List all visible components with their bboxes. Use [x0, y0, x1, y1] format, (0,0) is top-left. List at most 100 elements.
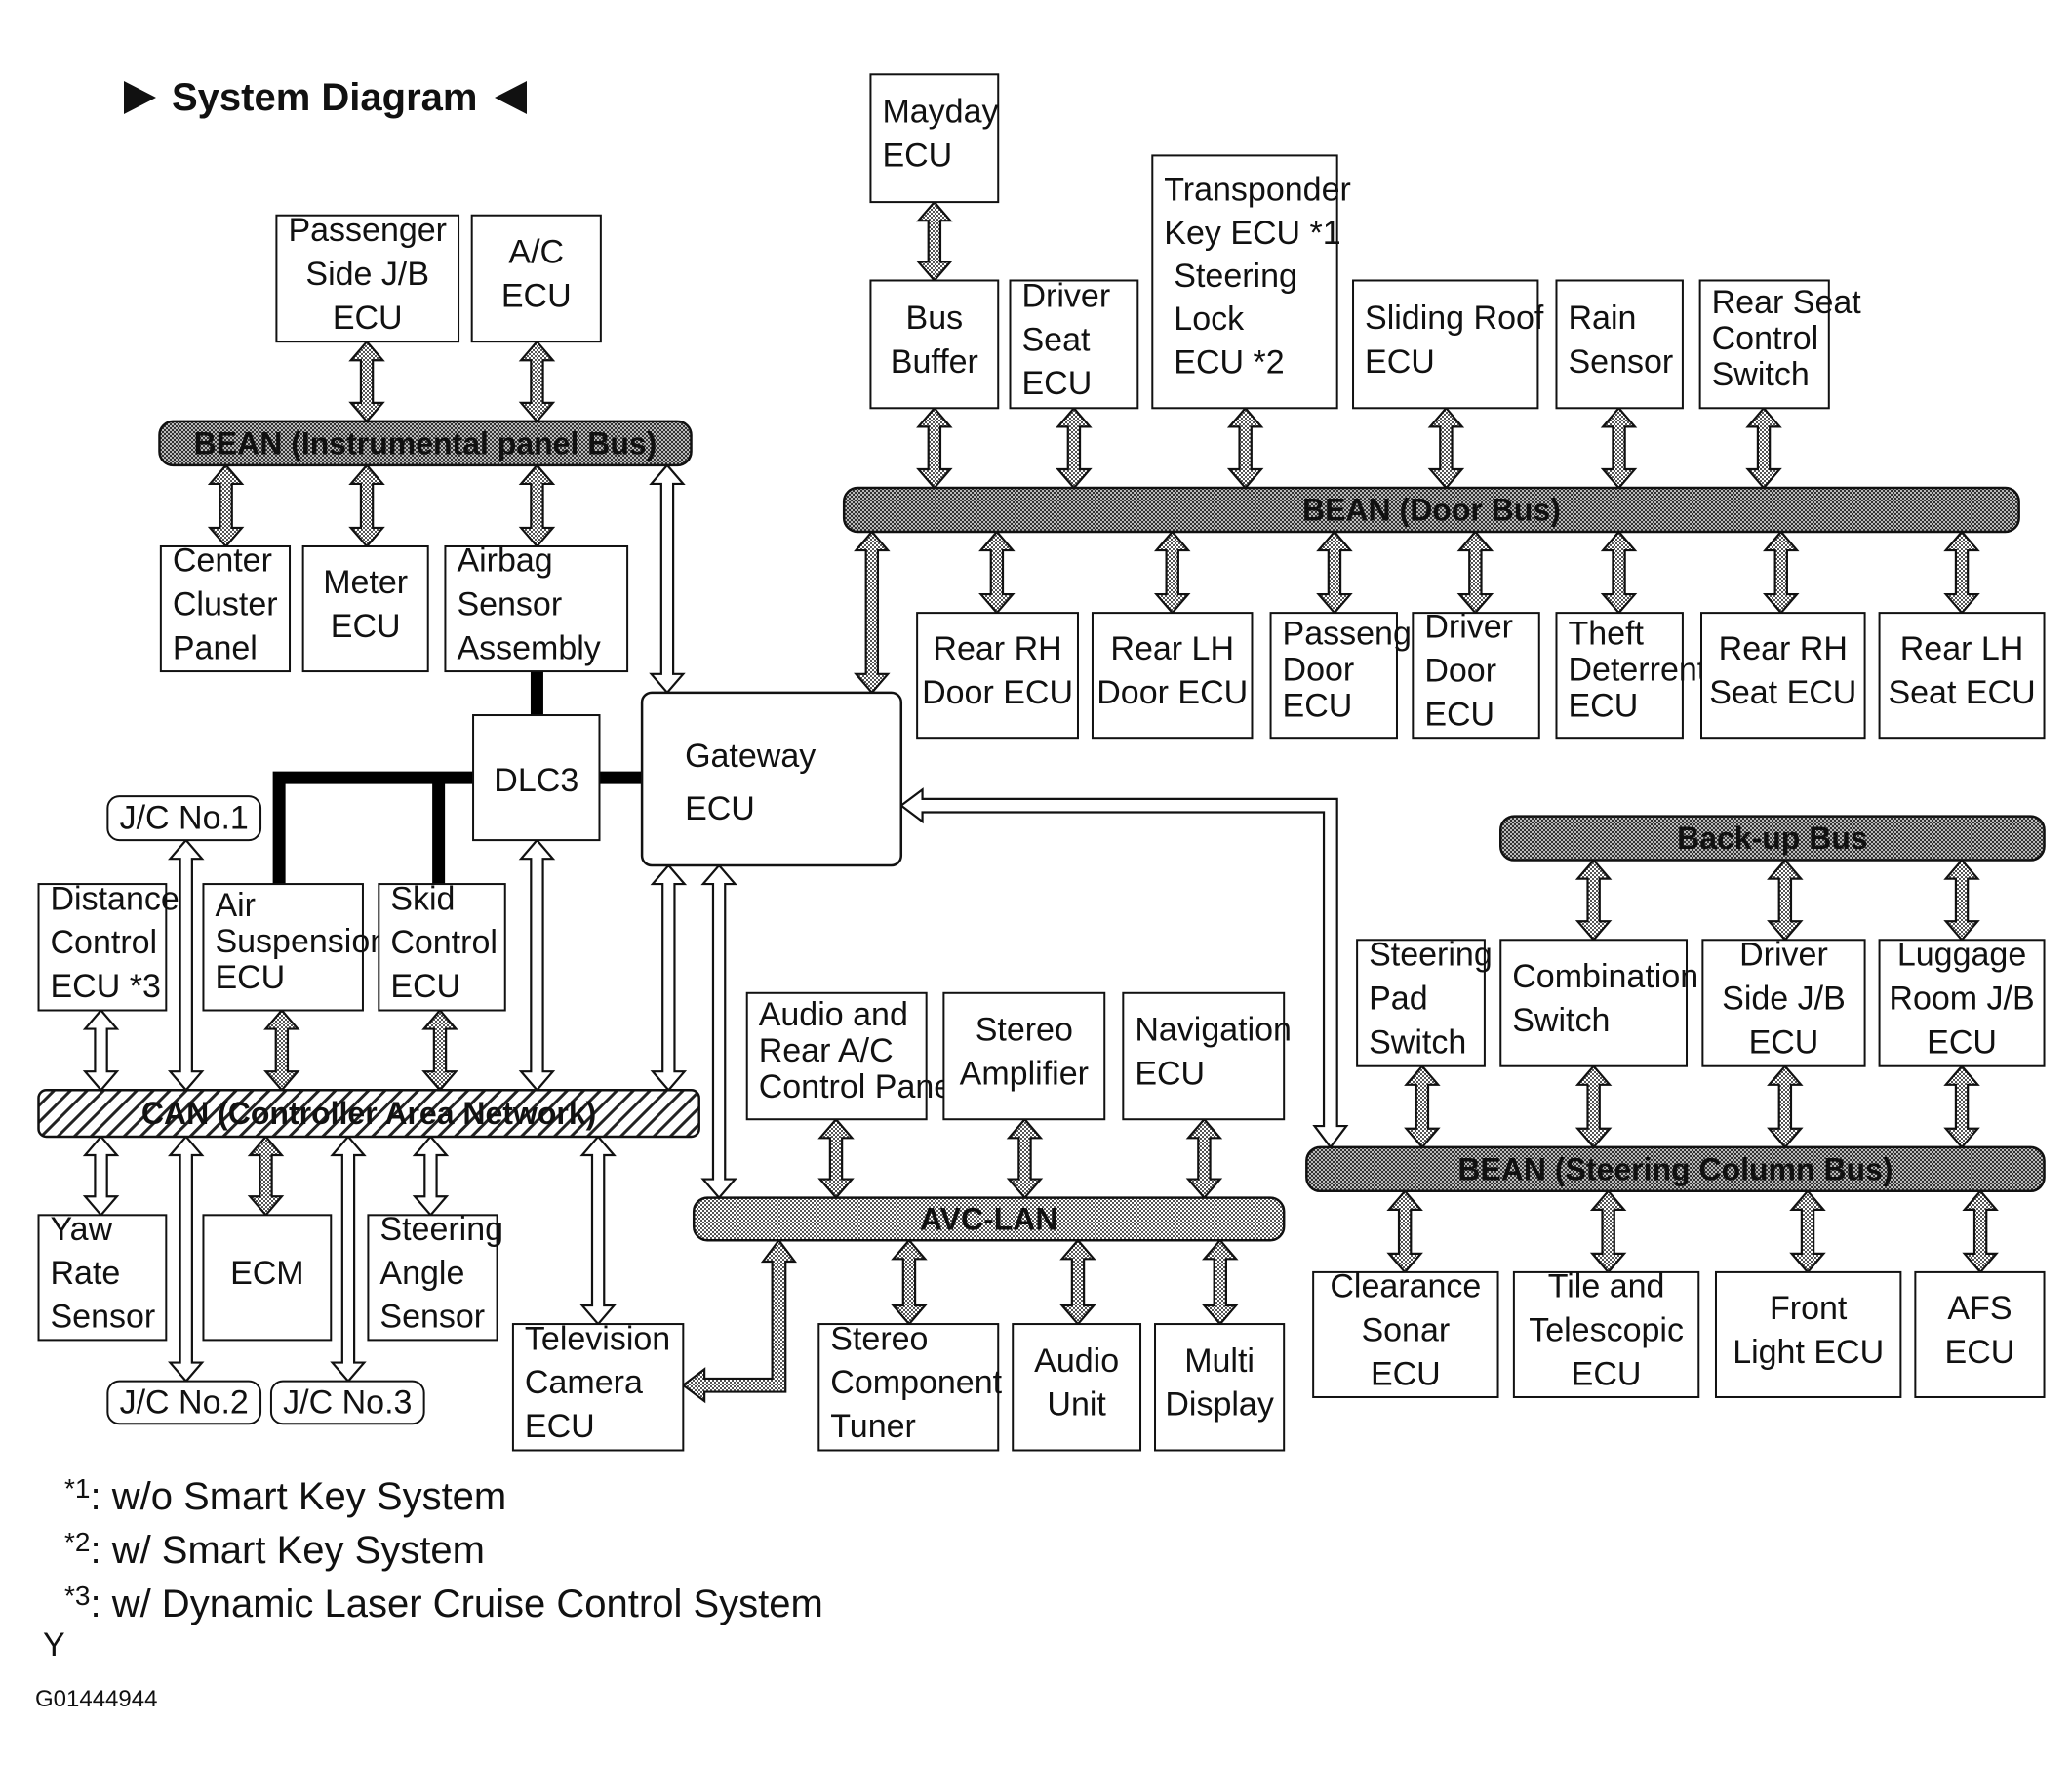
- node-label-line: Sensor: [457, 585, 562, 622]
- connection-arrow: [412, 1135, 450, 1218]
- ecu-box: [37, 883, 168, 1012]
- connection-arrow: [817, 1117, 855, 1200]
- connection-arrow: [1316, 530, 1353, 615]
- footnote-3-mark: *3: [64, 1581, 90, 1611]
- connection-arrow: [1767, 1064, 1804, 1149]
- node-label-line: Rear RH: [1719, 630, 1848, 667]
- connection-arrow: [1763, 530, 1800, 615]
- ecu-box: [470, 214, 602, 343]
- connection-arrow: [1456, 530, 1494, 615]
- node-label-line: Rate: [51, 1255, 121, 1292]
- connection-arrow: [348, 340, 385, 423]
- connection-arrow: [1600, 406, 1638, 490]
- node-label-line: Airbag: [457, 542, 552, 580]
- junction-box: [106, 1380, 262, 1425]
- connection-arrow: [891, 1238, 928, 1326]
- ecu-box: [378, 883, 506, 1012]
- node-label-line: Control Panel: [759, 1068, 960, 1105]
- node-label-line: Distance: [51, 880, 179, 917]
- diagnostic-lines: [272, 671, 643, 885]
- node-label-line: ECU: [1568, 687, 1638, 724]
- bus-instrument-bar: [158, 420, 693, 467]
- bus-can-label: CAN (Controller Area Network): [141, 1096, 596, 1131]
- node-label-line: Switch: [1712, 356, 1810, 393]
- dlc3-box: [472, 714, 601, 842]
- junction-jc2: J/C No.2: [106, 1380, 262, 1425]
- bus-avc-label: AVC-LAN: [920, 1201, 1058, 1236]
- ecu-box: [511, 1323, 685, 1452]
- connection-arrow: [518, 463, 556, 548]
- buses: BEAN (Instrumental panel Bus)BEAN (Door …: [37, 420, 2046, 1242]
- bus-steering-label: BEAN (Steering Column Bus): [1457, 1151, 1893, 1186]
- node-label-line: ECU: [1945, 1334, 2015, 1371]
- ecu-box: [1012, 1323, 1142, 1452]
- node-label-line: Clearance: [1330, 1268, 1481, 1305]
- ecu-box: [202, 883, 364, 1012]
- connection-arrow: [1226, 406, 1264, 490]
- node-label-line: Door ECU: [922, 674, 1073, 711]
- node-label-line: A/C: [508, 233, 564, 270]
- ecu-box: [1700, 612, 1866, 740]
- title-text: System Diagram: [172, 76, 477, 119]
- bus-door-bar: [842, 486, 2020, 534]
- node-label-line: Multi: [1184, 1343, 1255, 1380]
- node-label-line: Meter: [323, 564, 408, 601]
- footnotes: *1: w/o Smart Key System *2: w/ Smart Ke…: [35, 1473, 823, 1712]
- node-label-line: ECU: [525, 1408, 595, 1445]
- node-label-line: Door ECU: [1096, 674, 1248, 711]
- ecu-box: [1154, 1323, 1286, 1452]
- node-label-line: Rear LH: [1110, 630, 1234, 667]
- ecu-box: [202, 1214, 333, 1342]
- node-label-line: Telescopic: [1529, 1311, 1684, 1348]
- node-label-line: Driver: [1739, 937, 1828, 974]
- ecu-rear-lh-door: Rear LH Door ECU: [1091, 612, 1254, 740]
- connection-arrow: [1962, 1189, 1999, 1274]
- node-label-line: Bus: [906, 300, 964, 337]
- ecu-box: [1269, 612, 1398, 740]
- ecu-ecm: ECM: [202, 1214, 333, 1342]
- ecu-box: [817, 1323, 1000, 1452]
- junction-jc3: J/C No.3: [269, 1380, 425, 1425]
- node-label-line: Assembly: [457, 629, 600, 666]
- ecu-box: [1352, 279, 1539, 410]
- ecu-box: [1151, 154, 1338, 410]
- junction-label: J/C No.3: [283, 1384, 412, 1421]
- node-label-line: Unit: [1047, 1386, 1106, 1424]
- ecu-box: [1701, 939, 1866, 1067]
- connection-arrow: [421, 1008, 458, 1092]
- ecu-box: [1878, 939, 2046, 1067]
- bus-avc-bar: [692, 1196, 1286, 1242]
- node-label-line: Component: [830, 1364, 1002, 1401]
- node-label-line: Sensor: [379, 1299, 485, 1336]
- connection-arrow: [247, 1135, 285, 1218]
- node-label-line: Panel: [173, 629, 258, 666]
- connection-arrow: [1185, 1117, 1223, 1200]
- node-label-line: ECU: [1749, 1023, 1819, 1061]
- node-label-line: Sliding Roof: [1365, 300, 1544, 337]
- connection-arrow: [207, 463, 245, 548]
- connection-arrow: [916, 200, 953, 283]
- ecu-box: [745, 991, 928, 1121]
- node-label-line: Transponder: [1164, 172, 1351, 209]
- footnote-1-mark: *1: [64, 1473, 90, 1504]
- node-label-line: ECU: [390, 968, 460, 1005]
- connection-arrow: [1943, 530, 1980, 615]
- connection-arrow: [263, 1008, 300, 1092]
- node-label-line: Steering: [1174, 258, 1297, 295]
- node-label-line: Switch: [1369, 1023, 1466, 1061]
- node-label-line: Rear RH: [933, 630, 1061, 667]
- node-label-line: Sensor: [1568, 343, 1673, 381]
- ecu-box: [1312, 1270, 1499, 1398]
- bus-instrument-label: BEAN (Instrumental panel Bus): [194, 425, 657, 461]
